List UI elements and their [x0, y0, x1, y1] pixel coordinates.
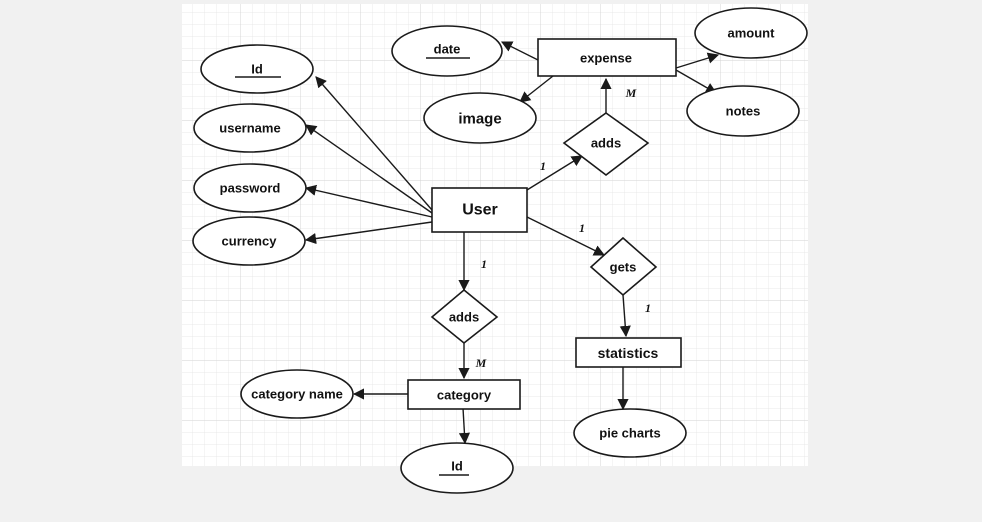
svg-text:statistics: statistics [598, 345, 659, 361]
attr-expense-date: date [391, 25, 503, 77]
entity-user: User [431, 187, 528, 233]
svg-text:category: category [437, 388, 492, 403]
attr-expense-image: image [423, 92, 537, 144]
edge-user-adds-expense [526, 155, 583, 191]
attr-expense-amount: amount [694, 7, 808, 59]
edge-expense-date [500, 41, 539, 61]
attr-username: username [193, 103, 307, 153]
svg-text:adds: adds [591, 136, 621, 151]
edge-user-id [315, 76, 433, 211]
entity-category: category [407, 379, 521, 410]
svg-text:expense: expense [580, 51, 632, 66]
attr-user-id-label: Id [251, 62, 263, 77]
relationship-gets: gets [589, 236, 658, 297]
svg-text:adds: adds [449, 310, 479, 325]
attr-currency: currency [192, 216, 306, 266]
edge-expense-notes [675, 69, 717, 94]
svg-text:image: image [458, 111, 501, 128]
relationship-adds-expense: adds [562, 112, 650, 177]
cardinality-user-gets: 1 [579, 221, 585, 235]
edges [304, 41, 720, 445]
svg-text:amount: amount [728, 26, 776, 41]
cardinality-adds-category-m: M [475, 356, 487, 370]
svg-text:currency: currency [222, 234, 278, 249]
relationship-adds-category: adds [430, 288, 499, 345]
edge-user-username [305, 124, 433, 214]
attr-category-name: category name [240, 369, 354, 419]
cardinality-gets-statistics: 1 [645, 301, 651, 315]
attr-user-id: Id [200, 44, 314, 94]
attr-expense-notes: notes [686, 85, 800, 137]
cardinality-user-adds-category: 1 [481, 257, 487, 271]
svg-text:notes: notes [726, 104, 761, 119]
svg-text:User: User [462, 202, 498, 219]
edge-expense-amount [675, 52, 720, 69]
svg-text:category name: category name [251, 387, 343, 402]
edge-gets-statistics [619, 294, 631, 338]
attr-password: password [193, 163, 307, 213]
edge-category-id [458, 407, 471, 445]
edge-user-currency [304, 221, 433, 245]
cardinality-adds-expense-m: M [625, 86, 637, 100]
cardinality-user-adds-expense: 1 [540, 159, 546, 173]
entity-statistics: statistics [575, 337, 682, 368]
svg-text:Id: Id [451, 459, 463, 474]
svg-text:pie charts: pie charts [599, 426, 660, 441]
svg-text:username: username [219, 121, 280, 136]
svg-text:gets: gets [610, 260, 637, 275]
edge-user-gets [526, 216, 606, 256]
edge-expense-image [519, 75, 554, 103]
attr-pie-charts: pie charts [573, 408, 687, 458]
edge-user-password [304, 184, 433, 218]
entity-expense: expense [537, 38, 677, 77]
attr-category-id: Id [400, 442, 514, 494]
svg-text:password: password [220, 181, 281, 196]
svg-text:date: date [434, 42, 461, 57]
